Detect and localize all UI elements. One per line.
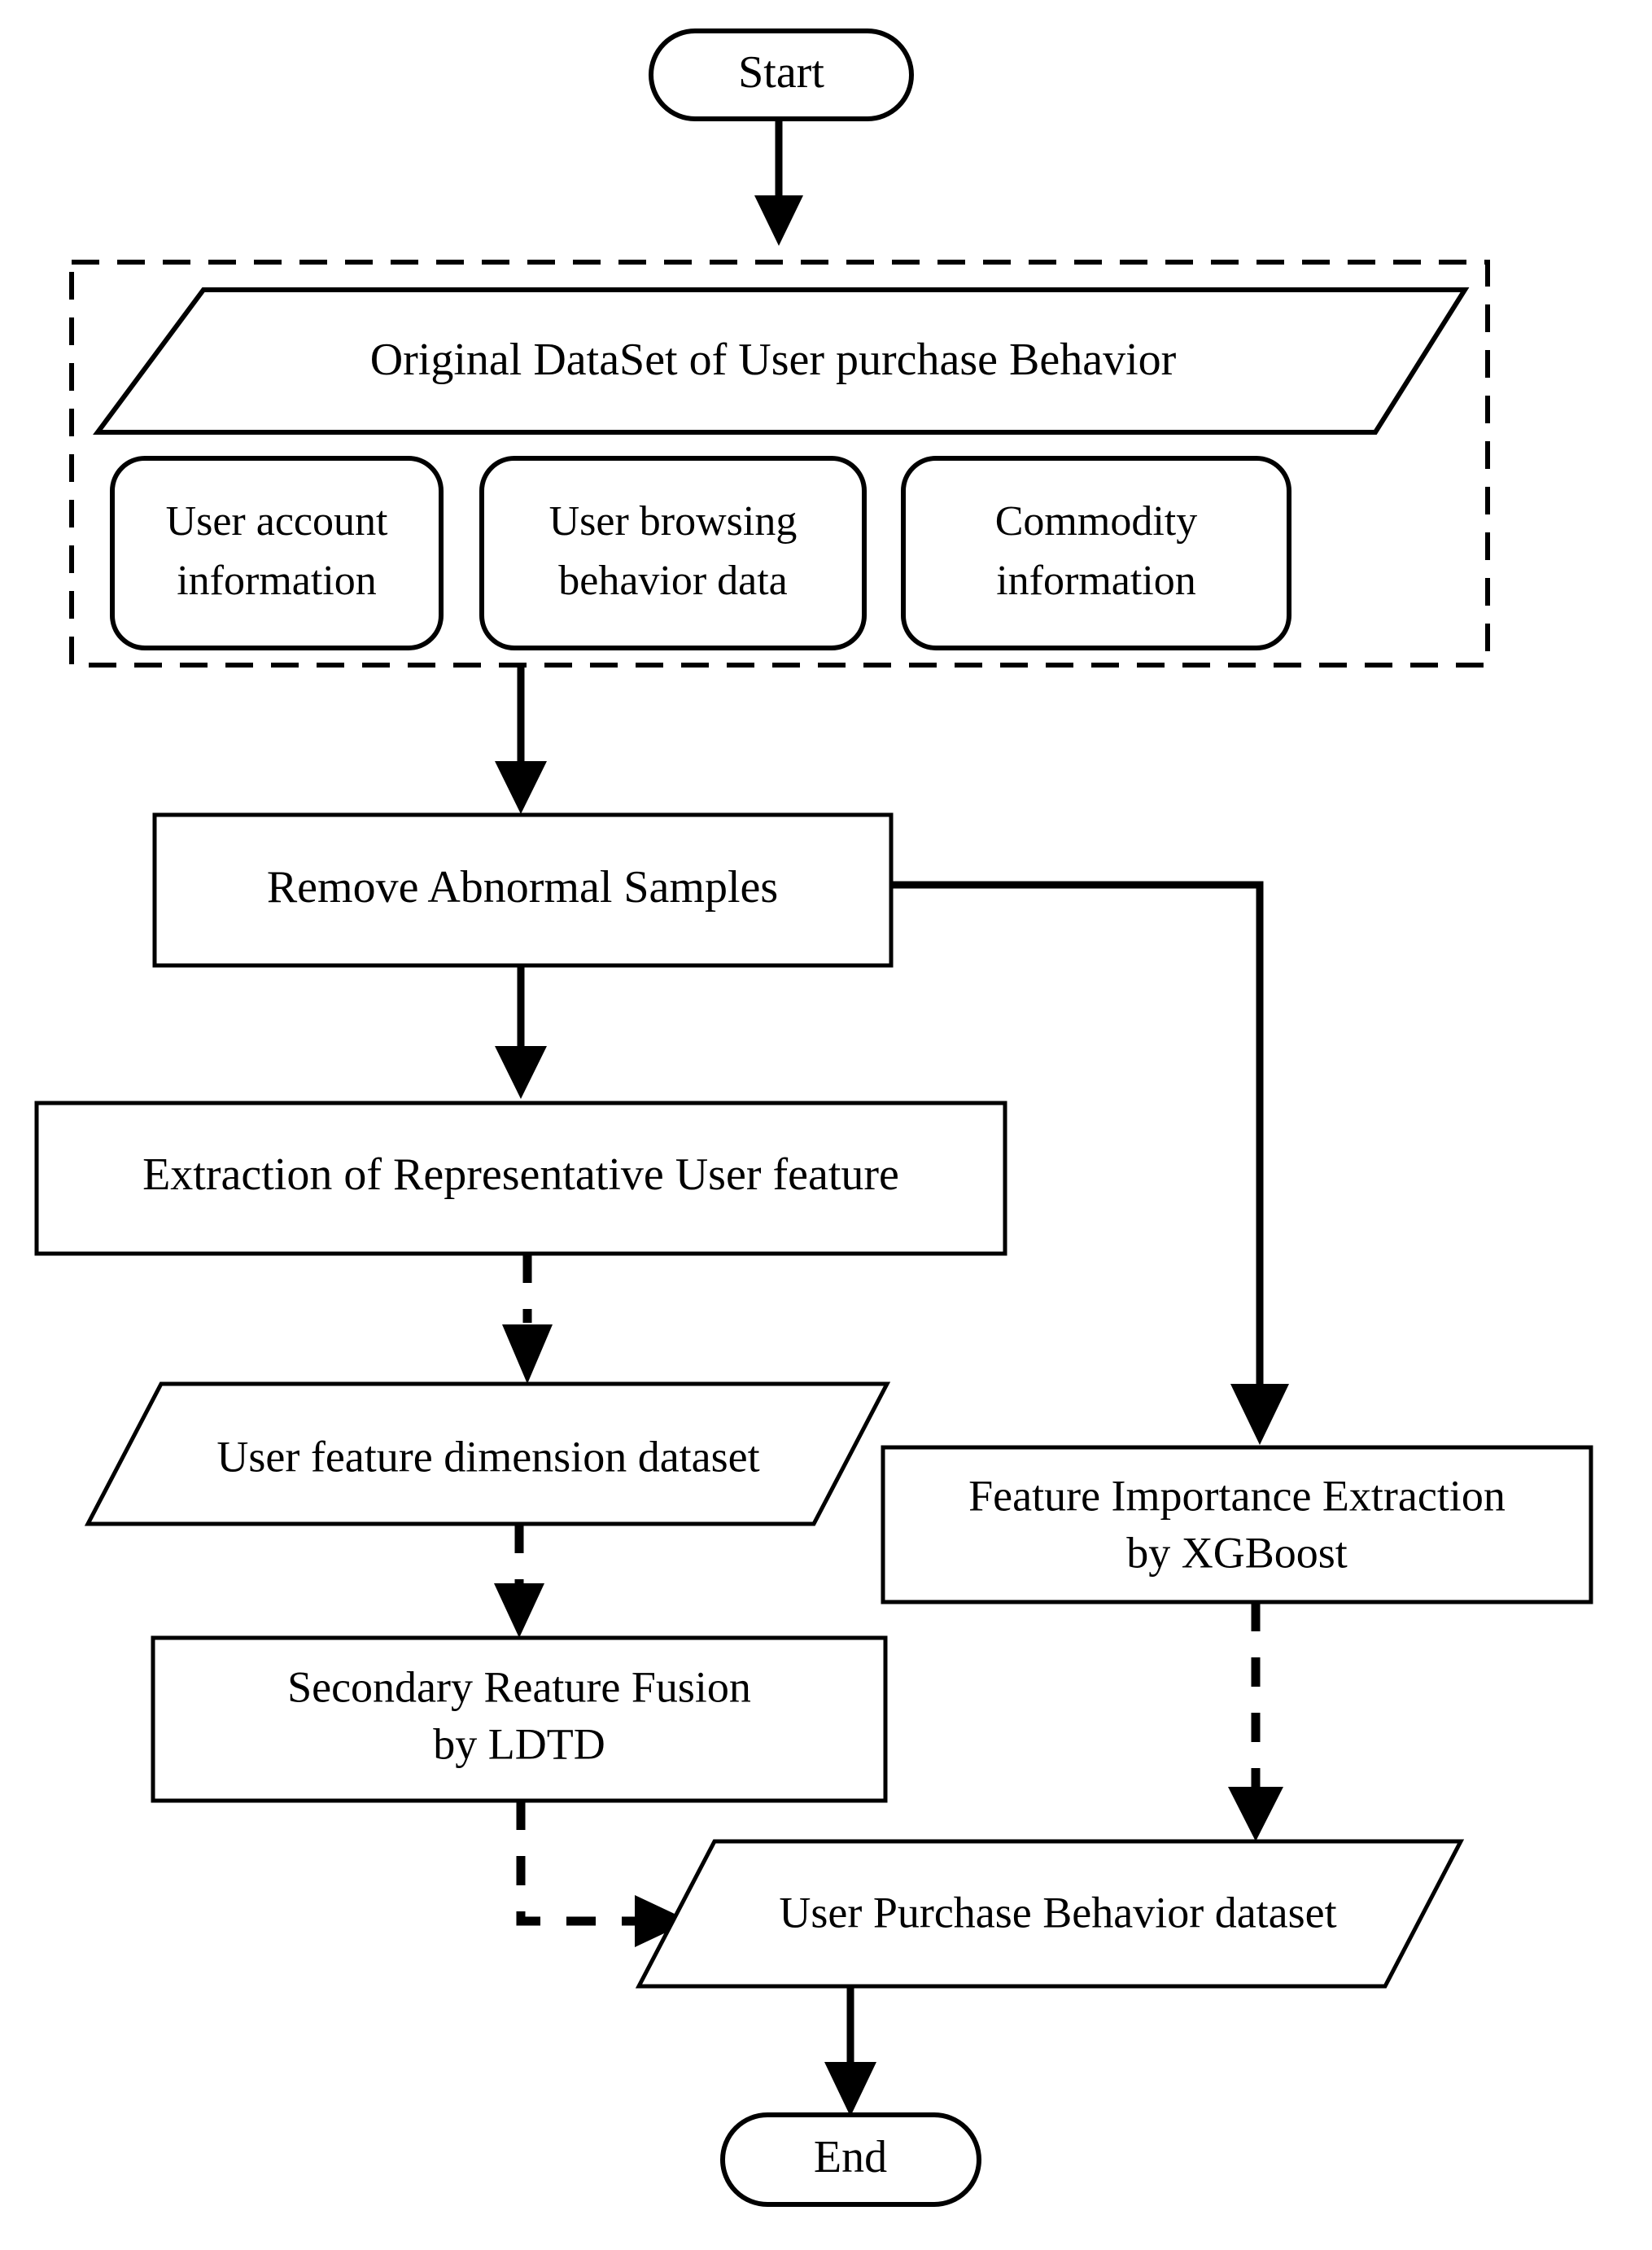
user-browsing-label-line1: User browsing [549,498,798,545]
user-browsing-node[interactable] [479,456,867,650]
user-account-label-line2: information [177,558,377,604]
commodity-label-line1: Commodity [995,498,1197,545]
xgboost-node[interactable] [881,1445,1593,1604]
original-dataset-label: Original DataSet of User purchase Behavi… [370,335,1177,385]
edge-featuredim-to-ldtd-arrowhead [494,1583,544,1638]
edge-xgboost-to-purchase-arrowhead [1228,1787,1283,1841]
edge-remove-to-xgboost-arrowhead [1230,1384,1289,1445]
purchase-dataset-node[interactable] [635,1839,1465,1989]
user-account-node[interactable] [110,456,444,650]
edge-remove-to-xgboost-line [891,881,1264,1384]
edge-ldtd-to-purchase-line [516,1801,635,1926]
user-browsing-label-line2: behavior data [558,558,788,604]
user-account-label-line1: User account [166,498,388,545]
extraction-feature-label: Extraction of Representative User featur… [142,1149,899,1200]
edge-extraction-to-featuredim-arrowhead [502,1324,553,1384]
ldtd-label-line2: by LDTD [433,1719,605,1768]
end-node-label: End [814,2132,887,2182]
extraction-feature-node[interactable] [34,1101,1007,1256]
commodity-label-line2: information [996,558,1196,604]
edge-group-to-remove-arrowhead [495,761,547,814]
edge-remove-to-extraction-arrowhead [495,1046,547,1099]
commodity-node[interactable] [901,456,1291,650]
ldtd-label-line1: Secondary Reature Fusion [287,1662,751,1711]
original-dataset-node[interactable] [93,287,1470,435]
edge-purchase-to-end-arrowhead [824,2062,876,2116]
original-dataset-group-box [69,260,1490,668]
ldtd-node[interactable] [151,1635,888,1803]
end-node[interactable] [720,2112,981,2207]
start-node-label: Start [738,47,824,98]
edge-start-to-group-arrowhead [754,195,803,246]
feature-dim-dataset-label: User feature dimension dataset [216,1432,759,1481]
xgboost-label-line2: by XGBoost [1126,1528,1348,1577]
edge-ldtd-to-purchase-arrowhead [635,1895,690,1947]
remove-abnormal-label: Remove Abnormal Samples [267,862,778,913]
xgboost-label-line1: Feature Importance Extraction [968,1471,1506,1520]
remove-abnormal-node[interactable] [152,812,894,968]
feature-dim-dataset-node[interactable] [84,1381,891,1526]
purchase-dataset-label: User Purchase Behavior dataset [779,1888,1336,1937]
